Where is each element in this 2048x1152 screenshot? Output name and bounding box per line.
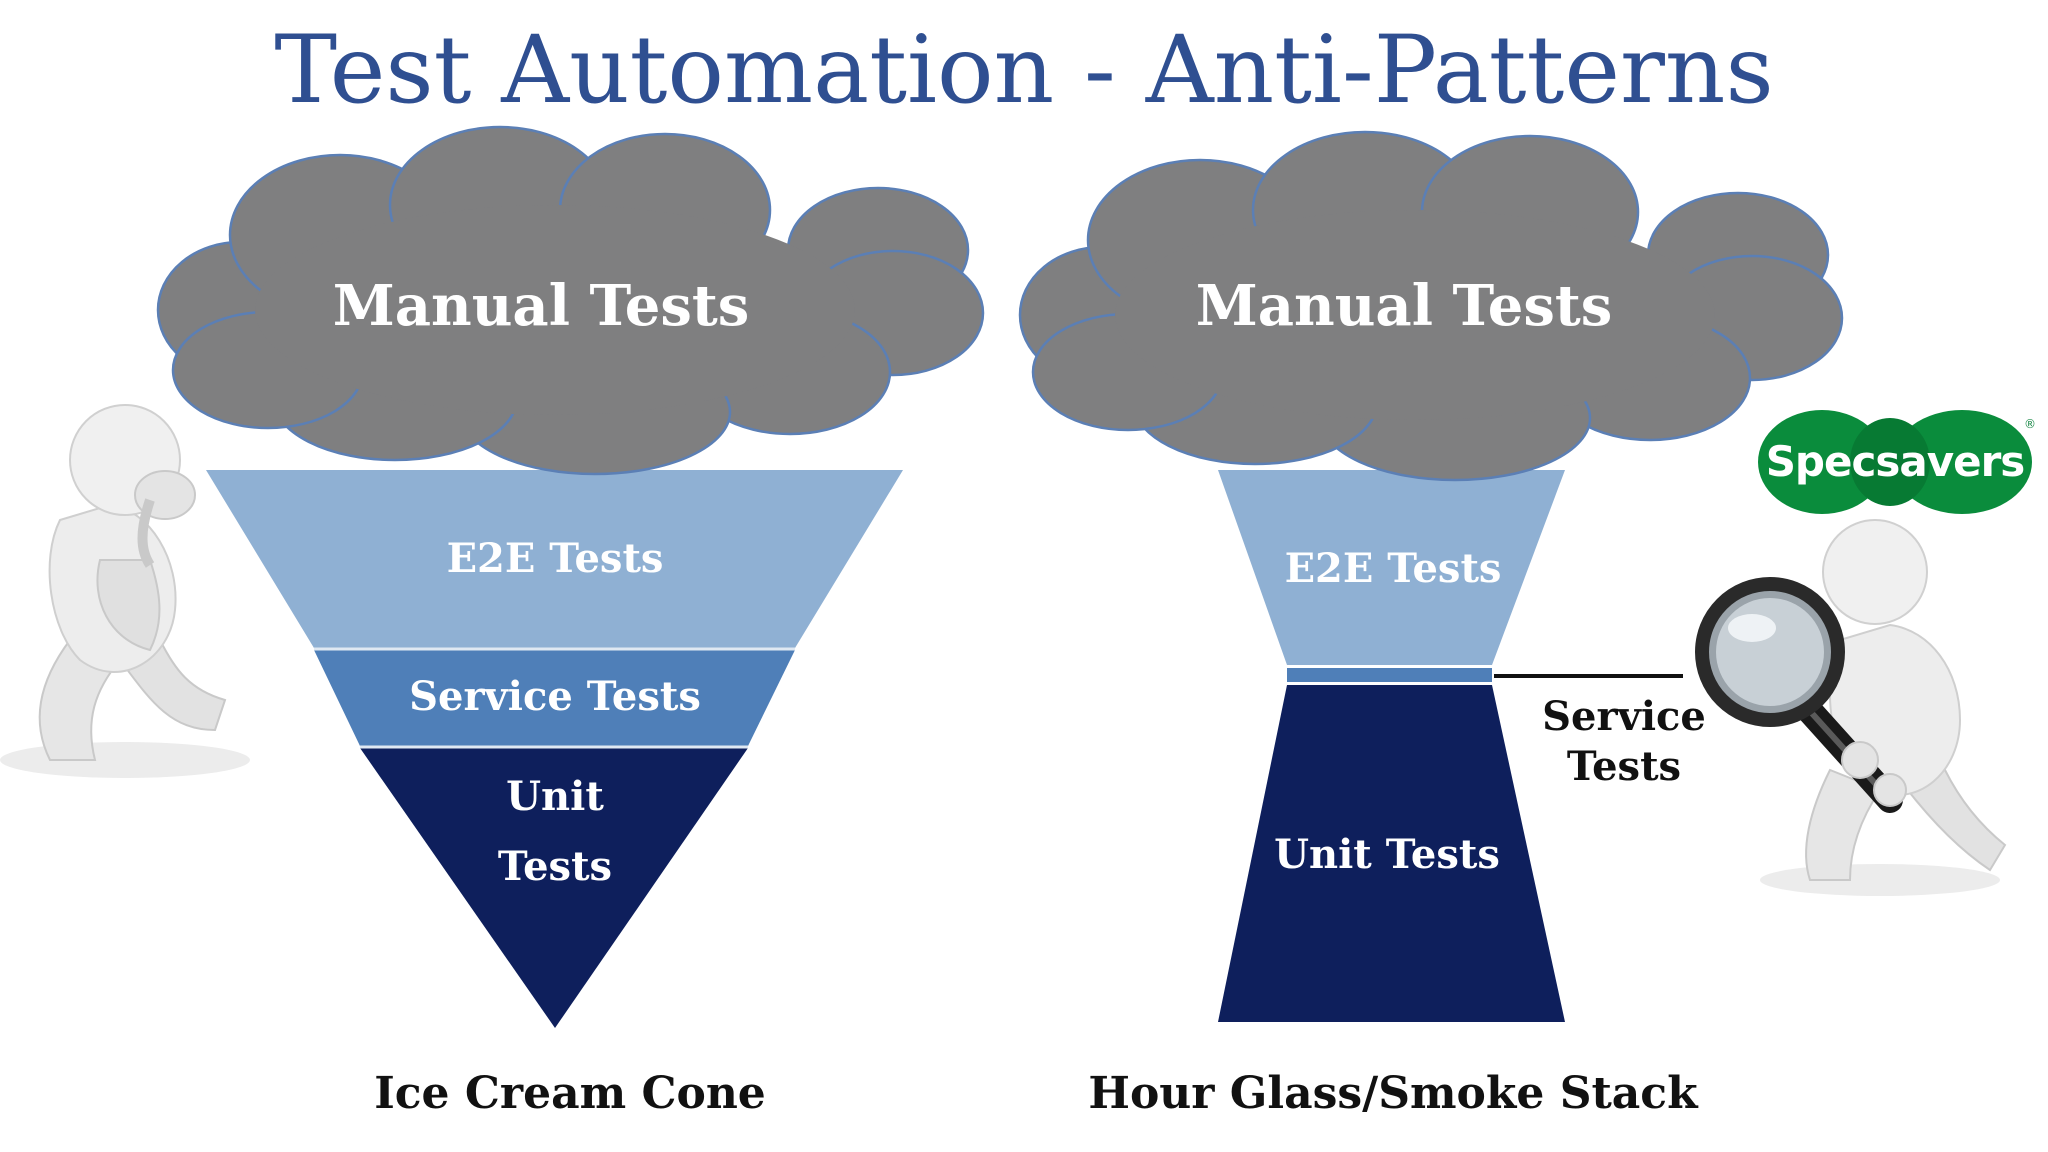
right-e2e-label: E2E Tests [1285,545,1502,592]
left-caption: Ice Cream Cone [374,1068,766,1119]
sad-figure-illustration [0,404,250,778]
right-unit-label: Unit Tests [1274,831,1500,878]
ice-cream-cone-diagram: Manual Tests E2E Tests Service Tests Uni… [156,125,985,1119]
right-manual-tests-cloud [1018,130,1844,482]
right-caption: Hour Glass/Smoke Stack [1088,1068,1699,1119]
left-service-band [314,650,795,746]
left-service-label: Service Tests [409,673,701,720]
magnifying-glass-figure-illustration [1695,519,2007,896]
right-service-label-line2: Tests [1567,743,1681,790]
left-unit-label-line1: Unit [506,773,604,820]
right-e2e-band [1218,470,1565,665]
right-unit-band [1218,685,1565,1022]
left-unit-label-line2: Tests [498,843,612,890]
left-e2e-label: E2E Tests [447,535,664,582]
hour-glass-diagram: Manual Tests E2E Tests Unit Tests Servic… [1018,130,1844,1119]
slide-title: Test Automation - Anti-Patterns [274,16,1773,125]
right-service-band [1287,668,1492,682]
specsavers-registered-mark: ® [2024,417,2036,431]
specsavers-logo-text: Specsavers [1766,437,2025,486]
left-cloud-label: Manual Tests [333,273,750,339]
right-cloud-label: Manual Tests [1196,273,1613,339]
right-service-label-line1: Service [1542,693,1706,740]
specsavers-logo: Specsavers ® [1758,410,2036,514]
left-unit-band [360,748,748,1028]
left-manual-tests-cloud [156,125,985,476]
left-e2e-band [206,470,903,648]
